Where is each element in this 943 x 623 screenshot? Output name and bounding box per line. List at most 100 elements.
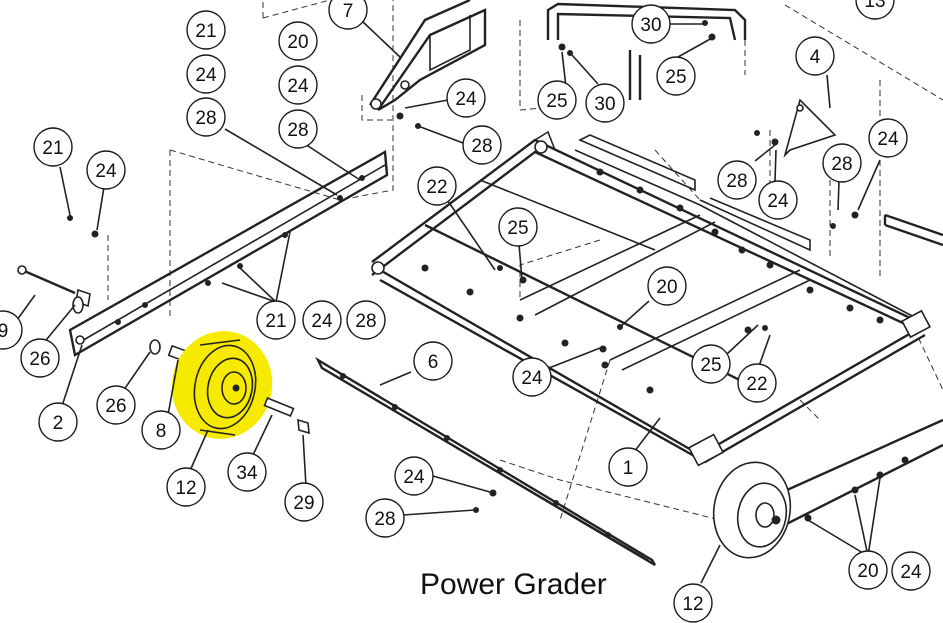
callout-circle bbox=[417, 166, 457, 206]
assembly-guide-lines bbox=[107, 0, 943, 521]
callout-label: 20 bbox=[287, 32, 308, 53]
callout-label: 9 bbox=[0, 321, 8, 342]
callout-label: 12 bbox=[682, 594, 703, 615]
callout-28: 28 bbox=[186, 97, 226, 137]
callout-circle bbox=[20, 338, 60, 378]
callout-label: 4 bbox=[810, 47, 821, 68]
callout-12: 12 bbox=[166, 467, 206, 507]
callout-label: 26 bbox=[105, 396, 126, 417]
callout-label: 24 bbox=[521, 368, 543, 389]
callout-label: 25 bbox=[546, 91, 567, 112]
callout-circle bbox=[394, 456, 434, 496]
blade-part-6 bbox=[315, 356, 657, 567]
callout-circle bbox=[278, 109, 318, 149]
callout-28: 28 bbox=[346, 300, 386, 340]
callout-circle bbox=[284, 482, 324, 522]
callout-24: 24 bbox=[758, 180, 798, 220]
callout-circle bbox=[86, 150, 126, 190]
bracket-part-7 bbox=[368, 0, 487, 112]
callout-24: 24 bbox=[86, 150, 126, 190]
callout-34: 34 bbox=[227, 452, 267, 492]
callout-28: 28 bbox=[278, 109, 318, 149]
callout-circle bbox=[186, 97, 226, 137]
left-bolt-9 bbox=[17, 265, 187, 362]
callout-7: 7 bbox=[328, 0, 368, 30]
callout-circle bbox=[656, 56, 696, 96]
callout-2: 2 bbox=[38, 402, 78, 442]
highlighted-wheel bbox=[171, 331, 273, 439]
callout-21: 21 bbox=[33, 127, 73, 167]
callout-22: 22 bbox=[737, 363, 777, 403]
callout-label: 28 bbox=[287, 120, 308, 141]
callout-13: 13 bbox=[855, 0, 895, 20]
callout-label: 24 bbox=[455, 89, 477, 110]
callout-label: 28 bbox=[726, 171, 747, 192]
callout-label: 26 bbox=[29, 349, 50, 370]
callout-circle bbox=[855, 0, 895, 20]
callout-label: 24 bbox=[311, 311, 333, 332]
axle-34 bbox=[263, 397, 310, 435]
callout-30: 30 bbox=[585, 83, 625, 123]
callout-circle bbox=[365, 498, 405, 538]
callout-label: 21 bbox=[42, 138, 63, 159]
callout-label: 20 bbox=[656, 277, 677, 298]
callout-circle bbox=[608, 447, 648, 487]
callout-label: 6 bbox=[428, 352, 439, 373]
callout-circle bbox=[498, 207, 538, 247]
callout-circle bbox=[462, 125, 502, 165]
callout-label: 25 bbox=[665, 67, 686, 88]
callout-label: 22 bbox=[426, 177, 447, 198]
callout-8: 8 bbox=[141, 410, 181, 450]
callout-circle bbox=[278, 65, 318, 105]
callout-9: 9 bbox=[0, 310, 23, 350]
callout-circle bbox=[328, 0, 368, 30]
callout-circle bbox=[278, 21, 318, 61]
callout-25: 25 bbox=[656, 56, 696, 96]
callout-label: 28 bbox=[471, 136, 492, 157]
callout-circle bbox=[822, 143, 862, 183]
callout-label: 25 bbox=[700, 355, 721, 376]
callout-circle bbox=[631, 4, 671, 44]
callout-circle bbox=[737, 363, 777, 403]
callout-20: 20 bbox=[848, 550, 888, 590]
callout-circle bbox=[413, 341, 453, 381]
callout-circle bbox=[186, 54, 226, 94]
callout-circle bbox=[166, 467, 206, 507]
callout-label: 1 bbox=[623, 458, 634, 479]
callout-label: 12 bbox=[175, 478, 196, 499]
callout-label: 13 bbox=[864, 0, 885, 12]
callout-24: 24 bbox=[512, 357, 552, 397]
callout-label: 28 bbox=[831, 154, 852, 175]
callout-circle bbox=[302, 300, 342, 340]
callout-circle bbox=[691, 344, 731, 384]
callout-label: 22 bbox=[746, 374, 767, 395]
callout-24: 24 bbox=[186, 54, 226, 94]
callout-6: 6 bbox=[413, 341, 453, 381]
callout-label: 34 bbox=[236, 463, 258, 484]
callout-circle bbox=[141, 410, 181, 450]
callout-label: 7 bbox=[343, 1, 354, 22]
callout-circle bbox=[673, 583, 713, 623]
callout-label: 29 bbox=[293, 493, 314, 514]
right-wheel bbox=[712, 461, 792, 559]
callout-30: 30 bbox=[631, 4, 671, 44]
callout-label: 30 bbox=[594, 94, 615, 115]
callout-28: 28 bbox=[462, 125, 502, 165]
callout-circle bbox=[717, 160, 757, 200]
callout-label: 21 bbox=[265, 311, 286, 332]
callout-label: 24 bbox=[287, 76, 309, 97]
callout-circle bbox=[0, 310, 23, 350]
callout-label: 2 bbox=[53, 413, 64, 434]
callout-29: 29 bbox=[284, 482, 324, 522]
callout-circle bbox=[512, 357, 552, 397]
callout-circle bbox=[446, 78, 486, 118]
callout-25: 25 bbox=[498, 207, 538, 247]
callout-circle bbox=[227, 452, 267, 492]
callout-circle bbox=[96, 385, 136, 425]
callout-20: 20 bbox=[647, 266, 687, 306]
callout-circle bbox=[537, 80, 577, 120]
callout-label: 30 bbox=[640, 15, 661, 36]
callout-24: 24 bbox=[302, 300, 342, 340]
callout-28: 28 bbox=[822, 143, 862, 183]
